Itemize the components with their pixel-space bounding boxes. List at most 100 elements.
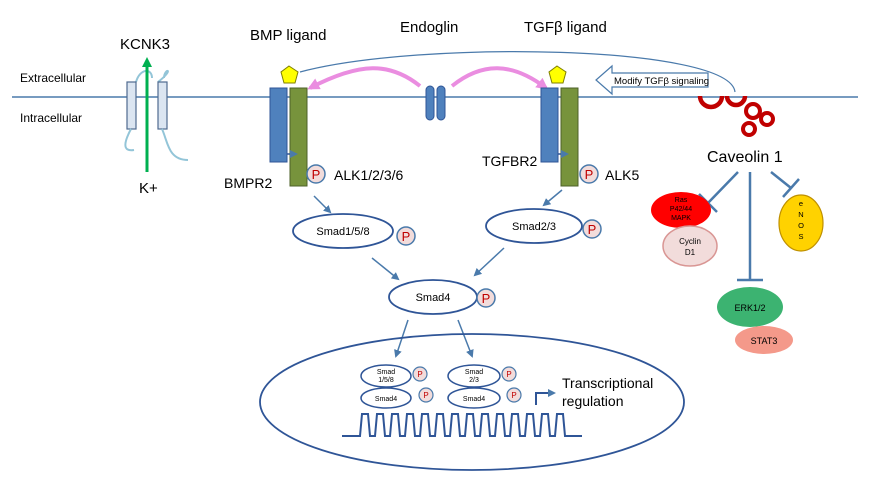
phospho-circle (506, 387, 522, 403)
smad23-ellipse (485, 208, 583, 244)
endoglin-monomer-1 (425, 85, 435, 121)
nuclear-smad158-complex: Smad 1/5/8 P Smad4 P (360, 364, 434, 409)
stat3-label: STAT3 (751, 336, 778, 346)
smad4-to-nucleus-right-arrow (457, 319, 474, 358)
transcriptional-label-2: regulation (562, 393, 624, 409)
alk5-phospho: P (579, 164, 599, 184)
alk1236-receptor (289, 87, 308, 187)
caveolin-vesicle-3 (741, 121, 757, 137)
phospho-circle (396, 226, 416, 246)
kcnk3-loop-left (135, 70, 153, 83)
inhibit-enos-line (770, 171, 792, 189)
smad158-label: Smad1/5/8 (316, 226, 369, 238)
smad23-phospho: P (582, 219, 602, 239)
nuclear-smad4-ellipse (360, 387, 412, 409)
smad158-to-smad4-arrow (371, 257, 400, 281)
inhibit-enos-bar (782, 178, 800, 198)
smad23-label: Smad2/3 (512, 221, 556, 233)
k-plus-label: K+ (139, 180, 158, 197)
ras-label-2: P42/44 (670, 206, 692, 213)
kcnk3-loop-right (157, 70, 169, 83)
cyclin-label-1: Cyclin (679, 237, 701, 246)
bmpr2-receptor (269, 87, 288, 163)
caveolin-1-label: Caveolin 1 (707, 149, 783, 166)
inhibit-ras-line (707, 171, 739, 204)
phospho-label: P (585, 167, 594, 182)
alk5-to-smad23-arrow (542, 189, 563, 207)
tgfb-receptor-complex (540, 65, 579, 187)
nuclear-smad23-label-2: 2/3 (469, 377, 479, 384)
tgfbr2-receptor (540, 87, 559, 163)
caveolin-arc-2 (724, 95, 748, 108)
tgfb-ligand-pentagon (548, 65, 567, 84)
enos-label-4: S (798, 232, 803, 241)
phospho-circle (579, 164, 599, 184)
phospho-label: P (423, 391, 428, 400)
bmpr2-label: BMPR2 (224, 175, 272, 191)
tgfbr2-label: TGFBR2 (482, 153, 537, 169)
nuclear-smad4-label: Smad4 (375, 396, 397, 403)
nuclear-smad4-label: Smad4 (463, 396, 485, 403)
ras-label-1: Ras (675, 197, 688, 204)
enos-label-3: O (798, 221, 804, 230)
endoglin-to-bmp-arrow (307, 66, 422, 90)
alk-to-smad158-arrow (313, 195, 332, 214)
enos-node: e N O S (778, 194, 824, 252)
nucleus (259, 333, 685, 471)
caveolin-vesicle-2 (759, 111, 775, 127)
phospho-circle (476, 288, 496, 308)
phospho-circle (306, 164, 326, 184)
transcriptional-label-1: Transcriptional (562, 375, 653, 391)
bmp-ligand-pentagon (280, 65, 299, 84)
phospho-circle (418, 387, 434, 403)
kcnk3-channel (124, 57, 189, 172)
ras-mapk-node: Ras P42/44 MAPK (651, 192, 711, 228)
caveolin-inhibition-lines (698, 171, 800, 282)
caveolin-1-cluster (697, 95, 775, 137)
endoglin-label: Endoglin (400, 19, 458, 36)
smad23-to-smad4-arrow (473, 247, 505, 277)
bmp-receptor-complex (269, 65, 308, 187)
stat3-node: STAT3 (735, 326, 793, 354)
tgfb-ligand-label: TGFβ ligand (524, 19, 607, 36)
intracellular-label: Intracellular (20, 111, 82, 125)
enos-label-1: e (799, 199, 803, 208)
smad158-node: Smad1/5/8 (292, 213, 394, 249)
nuclear-smad23-label-1: Smad (465, 369, 483, 376)
alk5-receptor (560, 87, 579, 187)
enos-ellipse (778, 194, 824, 252)
caveolin-vesicle-1 (744, 102, 762, 120)
bmp-ligand-label: BMP ligand (250, 27, 326, 44)
phospho-label: P (506, 370, 511, 379)
nuclear-smad23-complex: Smad 2/3 P Smad4 P (447, 364, 522, 409)
transcription-start-arrow (535, 389, 556, 405)
smad4-label: Smad4 (416, 292, 451, 304)
phospho-label: P (402, 229, 411, 244)
ras-ellipse (651, 192, 711, 228)
dna-strand (342, 413, 582, 437)
phospho-label: P (588, 222, 597, 237)
erk-label: ERK1/2 (734, 303, 765, 313)
smad4-node: Smad4 (388, 279, 478, 315)
phospho-circle (412, 366, 428, 382)
kcnk3-helix-1 (126, 81, 137, 130)
modify-tgfb-label: Modify TGFβ signaling (614, 76, 709, 87)
smad4-phospho: P (476, 288, 496, 308)
alk1236-label: ALK1/2/3/6 (334, 167, 403, 183)
smad158-ellipse (292, 213, 394, 249)
alk1236-phospho: P (306, 164, 326, 184)
nuclear-smad158-ellipse (360, 364, 412, 388)
erk-node: ERK1/2 (717, 287, 783, 327)
phospho-label: P (482, 291, 491, 306)
extracellular-label: Extracellular (20, 71, 86, 85)
erk-ellipse (717, 287, 783, 327)
phospho-circle (582, 219, 602, 239)
modify-tgfb-arrow-shape (595, 64, 709, 96)
nuclear-smad4-ellipse (447, 387, 501, 409)
smad23-node: Smad2/3 (485, 208, 583, 244)
endoglin-monomer-2 (436, 85, 446, 121)
kcnk3-label: KCNK3 (120, 36, 170, 53)
cyclin-d1-node: Cyclin D1 (662, 225, 718, 267)
